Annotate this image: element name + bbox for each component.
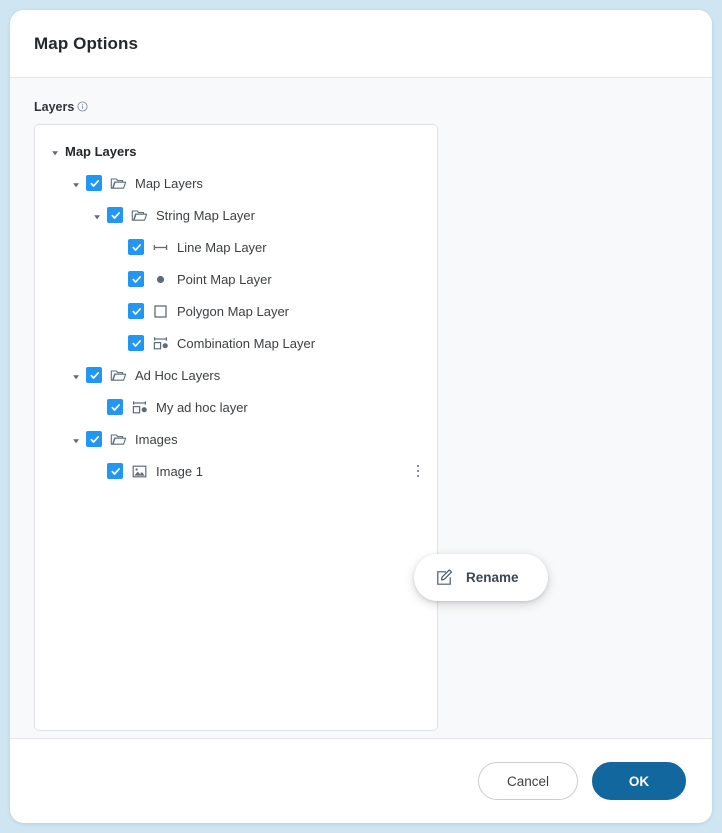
chevron-down-icon[interactable]	[68, 431, 84, 447]
chevron-down-icon[interactable]	[89, 207, 105, 223]
tree-node-label: Point Map Layer	[177, 271, 272, 287]
tree-row[interactable]: Map Layers	[35, 135, 437, 167]
combination-layer-icon	[152, 335, 169, 352]
layers-label-row: Layers	[34, 100, 688, 114]
tree-row[interactable]: Line Map Layer	[35, 231, 437, 263]
layer-checkbox[interactable]	[128, 271, 144, 287]
chevron-down-icon[interactable]	[47, 143, 63, 159]
info-icon[interactable]	[77, 99, 88, 112]
layer-checkbox[interactable]	[86, 431, 102, 447]
point-layer-icon	[152, 271, 169, 288]
tree-row[interactable]: Polygon Map Layer	[35, 295, 437, 327]
layer-checkbox[interactable]	[86, 175, 102, 191]
tree-node-label: String Map Layer	[156, 207, 255, 223]
tree-row[interactable]: Image 1	[35, 455, 437, 487]
tree-row[interactable]: Combination Map Layer	[35, 327, 437, 359]
folder-open-icon	[110, 367, 127, 384]
tree-row[interactable]: Point Map Layer	[35, 263, 437, 295]
tree-node-label: My ad hoc layer	[156, 399, 248, 415]
tree-node-label: Map Layers	[135, 175, 203, 191]
tree-node-label: Line Map Layer	[177, 239, 267, 255]
layer-checkbox[interactable]	[128, 303, 144, 319]
tree-node-label: Image 1	[156, 463, 203, 479]
context-menu-rename[interactable]: Rename	[414, 554, 548, 601]
cancel-button[interactable]: Cancel	[478, 762, 578, 800]
layer-checkbox[interactable]	[107, 399, 123, 415]
tree-node-label: Images	[135, 431, 178, 447]
layer-checkbox[interactable]	[86, 367, 102, 383]
folder-open-icon	[131, 207, 148, 224]
chevron-down-icon[interactable]	[68, 175, 84, 191]
combination-layer-icon	[131, 399, 148, 416]
layer-checkbox[interactable]	[107, 463, 123, 479]
tree-node-label: Ad Hoc Layers	[135, 367, 221, 383]
ok-button[interactable]: OK	[592, 762, 686, 800]
rename-menu-item-label: Rename	[466, 570, 519, 585]
chevron-down-icon[interactable]	[68, 367, 84, 383]
dialog-header: Map Options	[10, 10, 712, 78]
tree-row[interactable]: Map Layers	[35, 167, 437, 199]
tree-row[interactable]: My ad hoc layer	[35, 391, 437, 423]
layer-checkbox[interactable]	[128, 335, 144, 351]
tree-node-label: Polygon Map Layer	[177, 303, 290, 319]
tree-node-label: Map Layers	[65, 143, 137, 159]
page-title: Map Options	[34, 33, 139, 53]
layers-label: Layers	[34, 100, 75, 114]
polygon-layer-icon	[152, 303, 169, 320]
tree-node-label: Combination Map Layer	[177, 335, 316, 351]
folder-open-icon	[110, 175, 127, 192]
folder-open-icon	[110, 431, 127, 448]
layer-checkbox[interactable]	[107, 207, 123, 223]
more-options-icon[interactable]	[409, 461, 427, 481]
dialog-footer: Cancel OK	[10, 739, 712, 823]
tree-row[interactable]: Images	[35, 423, 437, 455]
layer-checkbox[interactable]	[128, 239, 144, 255]
pencil-square-icon	[435, 568, 454, 587]
tree-row[interactable]: Ad Hoc Layers	[35, 359, 437, 391]
image-layer-icon	[131, 463, 148, 480]
line-layer-icon	[152, 239, 169, 256]
tree-row[interactable]: String Map Layer	[35, 199, 437, 231]
